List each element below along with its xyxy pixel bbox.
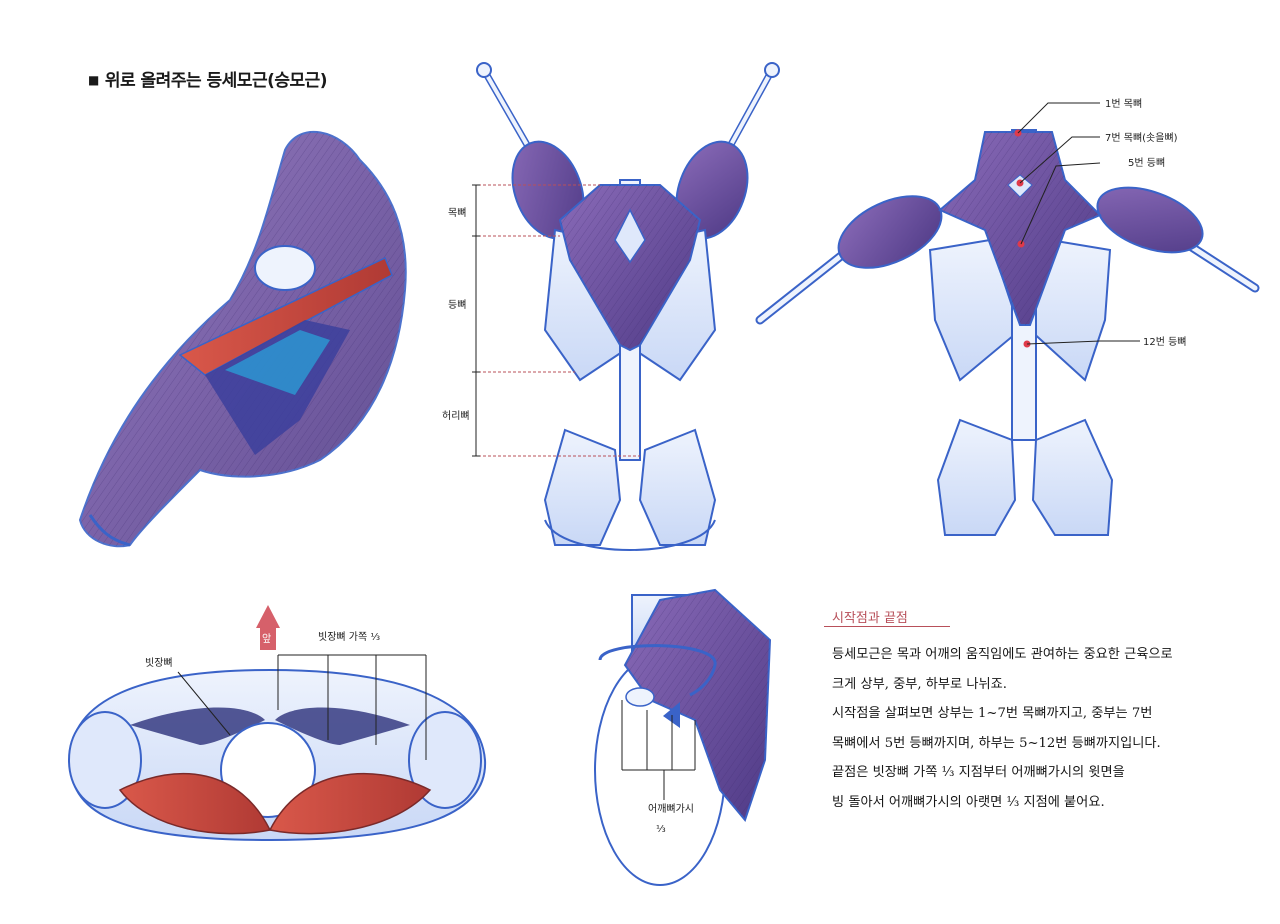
body-line: 끝점은 빗장뼈 가쪽 ⅓ 지점부터 어깨뼈가시의 윗면을 bbox=[832, 765, 1125, 780]
heading-title: 위로 올려주는 등세모근(승모근) bbox=[104, 71, 328, 91]
shoulder-side-view-illustration: 어깨뼈가시 ⅓ bbox=[594, 588, 772, 886]
body-line: 빙 돌아서 어깨뼈가시의 아랫면 ⅓ 지점에 붙어요. bbox=[832, 794, 1105, 810]
callout-t5: 5번 등뼈 bbox=[1128, 157, 1165, 169]
body-line: 등세모근은 목과 어깨의 움직임에도 관여하는 중요한 근육으로 bbox=[832, 647, 1173, 662]
callout-c1: 1번 목뼈 bbox=[1105, 98, 1142, 110]
label-clavicle-third: 빗장뼈 가쪽 ⅓ bbox=[318, 631, 380, 643]
callout-t12: 12번 등뼈 bbox=[1143, 336, 1187, 348]
section-title: 시작점과 끝점 bbox=[832, 611, 908, 626]
torso-back-center-illustration: 목뼈 등뼈 허리뼈 bbox=[442, 62, 780, 551]
shoulder-top-view-illustration: 앞 빗장뼈 빗장뼈 가쪽 ⅓ bbox=[68, 605, 487, 842]
raised-arm-illustration bbox=[78, 131, 407, 548]
body-line: 목뼈에서 5번 등뼈까지며, 하부는 5~12번 등뼈까지입니다. bbox=[832, 735, 1161, 751]
label-lumbar-vertebrae: 허리뼈 bbox=[442, 410, 470, 422]
heading-marker: ■ bbox=[88, 73, 99, 87]
page-heading: ■ 위로 올려주는 등세모근(승모근) bbox=[88, 66, 328, 91]
body-line: 크게 상부, 중부, 하부로 나뉘죠. bbox=[832, 676, 1007, 692]
body-line: 시작점을 살펴보면 상부는 1~7번 목뼈까지고, 중부는 7번 bbox=[832, 706, 1153, 721]
label-thoracic-vertebrae: 등뼈 bbox=[448, 299, 466, 311]
section-title-underline bbox=[824, 626, 950, 627]
section-body: 등세모근은 목과 어깨의 움직임에도 관여하는 중요한 근육으로 크게 상부, … bbox=[832, 640, 1272, 817]
label-scapular-spine: 어깨뼈가시 bbox=[648, 803, 694, 815]
front-marker-label: 앞 bbox=[262, 633, 271, 645]
label-clavicle: 빗장뼈 bbox=[145, 657, 173, 669]
label-scapular-third: ⅓ bbox=[656, 824, 666, 835]
torso-back-right-illustration: 1번 목뼈 7번 목뼈(솟을뼈) 5번 등뼈 12번 등뼈 bbox=[755, 98, 1260, 536]
label-neck-vertebrae: 목뼈 bbox=[448, 207, 466, 219]
callout-c7: 7번 목뼈(솟을뼈) bbox=[1105, 132, 1178, 144]
